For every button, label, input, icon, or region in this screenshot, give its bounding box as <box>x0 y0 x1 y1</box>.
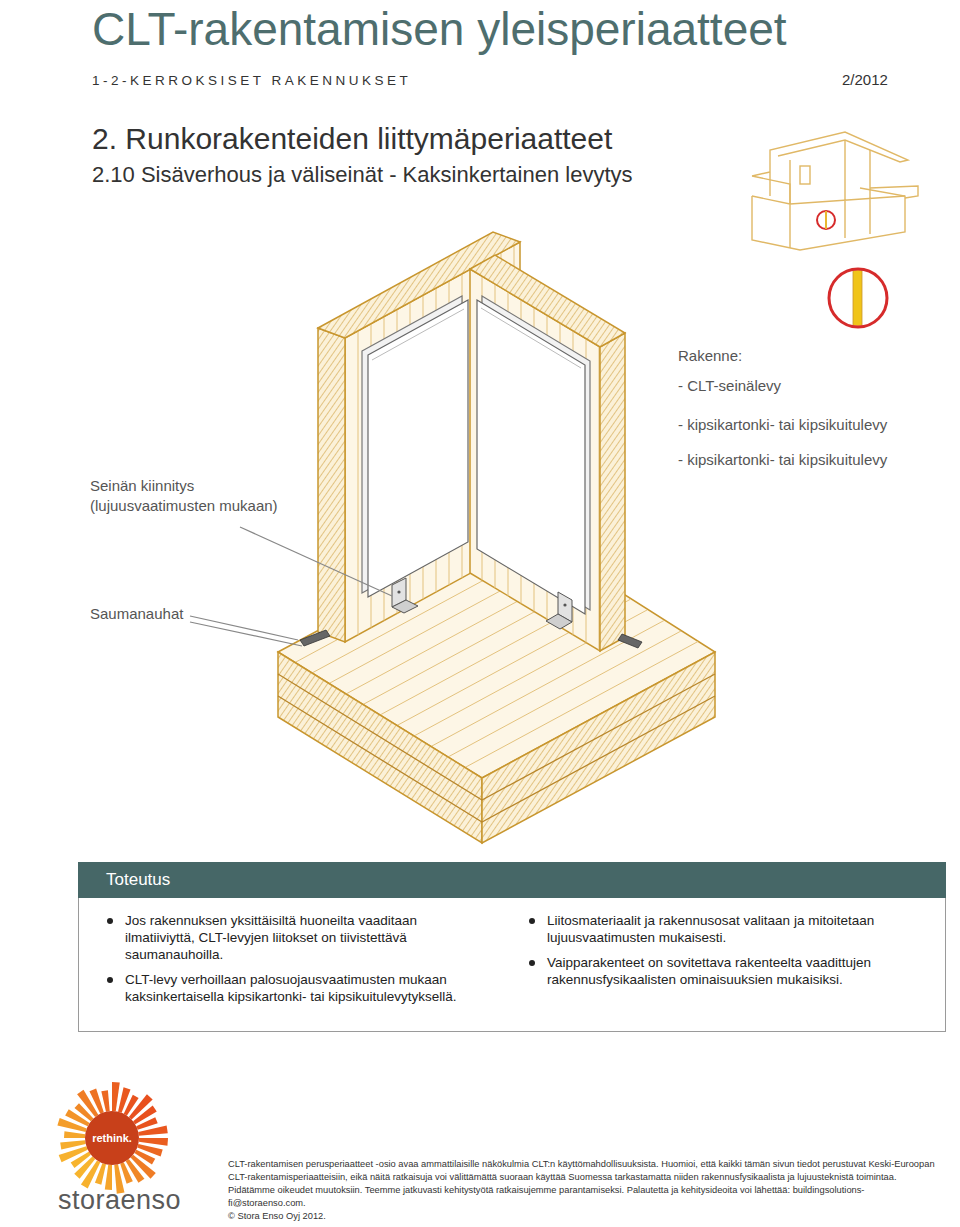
detail-wall-section <box>853 266 862 332</box>
wood-grain <box>363 579 596 705</box>
callout-label: Saumanauhat <box>90 604 183 623</box>
bullet-dot <box>107 918 113 924</box>
bullet-text: Liitosmateriaalit ja rakennusosat valita… <box>547 912 919 946</box>
bracket-foot <box>392 600 418 613</box>
leader-line <box>240 527 392 596</box>
logo-ray <box>64 1131 85 1138</box>
board-edge <box>372 309 464 360</box>
bullet-text: Jos rakennuksen yksittäisiltä huoneilta … <box>125 912 479 963</box>
logo-ray <box>112 1082 120 1111</box>
bracket-foot <box>546 614 572 629</box>
partition-wall <box>470 255 625 651</box>
detail-wall <box>825 211 827 229</box>
detail-marker <box>817 211 835 229</box>
logo-ray <box>60 1140 85 1149</box>
logo-center <box>85 1111 139 1165</box>
angle-bracket <box>546 592 572 629</box>
page-title: CLT-rakentamisen yleisperiaatteet <box>92 2 787 56</box>
sealing-tape <box>618 634 642 648</box>
slab-side-right <box>482 652 715 843</box>
house-balcony <box>752 172 790 204</box>
copyright: © Stora Enso Oyj 2012. <box>228 1210 326 1222</box>
logo-text: rethink. <box>92 1131 132 1145</box>
screw <box>563 603 566 606</box>
screw <box>397 590 400 593</box>
brand-name: storaenso <box>58 1183 181 1217</box>
structure-item: - kipsikartonki- tai kipsikuitulevy <box>678 415 887 434</box>
bullet-item: Liitosmateriaalit ja rakennusosat valita… <box>529 912 919 946</box>
issue-date: 2/2012 <box>842 70 888 89</box>
structure-item: - CLT-seinälevy <box>678 376 781 395</box>
slab-layers <box>278 674 715 822</box>
structure-heading: Rakenne: <box>678 346 742 365</box>
panel-body: Jos rakennuksen yksittäisiltä huoneilta … <box>78 898 946 1032</box>
bullet-dot <box>107 977 113 983</box>
bullet-item: Vaipparakenteet on sovitettava rakenteel… <box>529 954 919 988</box>
gypsum-boards <box>362 296 468 597</box>
footer-note: CLT-rakentamisen perusperiaatteet -osio … <box>228 1158 940 1210</box>
board <box>368 300 468 597</box>
subsection-heading: 2.10 Sisäverhous ja väliseinät - Kaksink… <box>92 161 633 189</box>
slab-side-left <box>278 652 482 843</box>
partition-end <box>600 333 625 651</box>
panel-column: Jos rakennuksen yksittäisiltä huoneilta … <box>107 912 479 1013</box>
sealing-tape <box>300 630 330 646</box>
board <box>477 300 585 614</box>
angle-bracket <box>392 578 418 613</box>
bullet-text: Vaipparakenteet on sovitettava rakenteel… <box>547 954 919 988</box>
wall-end <box>318 328 345 642</box>
logo-sunburst <box>57 1082 168 1194</box>
logo-ray <box>136 1117 157 1130</box>
bullet-dot <box>529 960 535 966</box>
leader-line <box>190 622 302 646</box>
panel-title: Toteutus <box>106 870 170 889</box>
section-heading: 2. Runkorakenteiden liittymäperiaatteet <box>92 120 612 158</box>
house-inset <box>752 132 918 250</box>
detail-circle <box>829 269 887 327</box>
panel-column: Liitosmateriaalit ja rakennusosat valita… <box>529 912 919 1013</box>
gypsum-boards <box>477 296 590 614</box>
bullet-dot <box>529 918 535 924</box>
logo-ray <box>120 1162 133 1183</box>
house-walls <box>752 140 905 248</box>
logo-ray <box>138 1126 167 1136</box>
house-window <box>800 166 810 184</box>
bullet-item: Jos rakennuksen yksittäisiltä huoneilta … <box>107 912 479 963</box>
board-edge <box>481 308 581 368</box>
structure-item: - kipsikartonki- tai kipsikuitulevy <box>678 450 887 469</box>
bullet-item: CLT-levy verhoillaan palosuojausvaatimus… <box>107 971 479 1005</box>
panel-header: Toteutus <box>78 862 946 898</box>
leader-line <box>190 616 298 640</box>
callout-label: Seinän kiinnitys (lujuusvaatimusten muka… <box>90 476 310 516</box>
logo-ray <box>139 1138 168 1146</box>
house-terrace <box>870 186 918 198</box>
wood-grain <box>358 331 359 635</box>
bullet-text: CLT-levy verhoillaan palosuojausvaatimus… <box>125 971 479 1005</box>
series-label: 1-2-KERROKSISET RAKENNUKSET <box>92 72 411 89</box>
logo-ray <box>101 1090 109 1112</box>
info-panel: ToteutusJos rakennuksen yksittäisiltä hu… <box>78 862 946 1032</box>
